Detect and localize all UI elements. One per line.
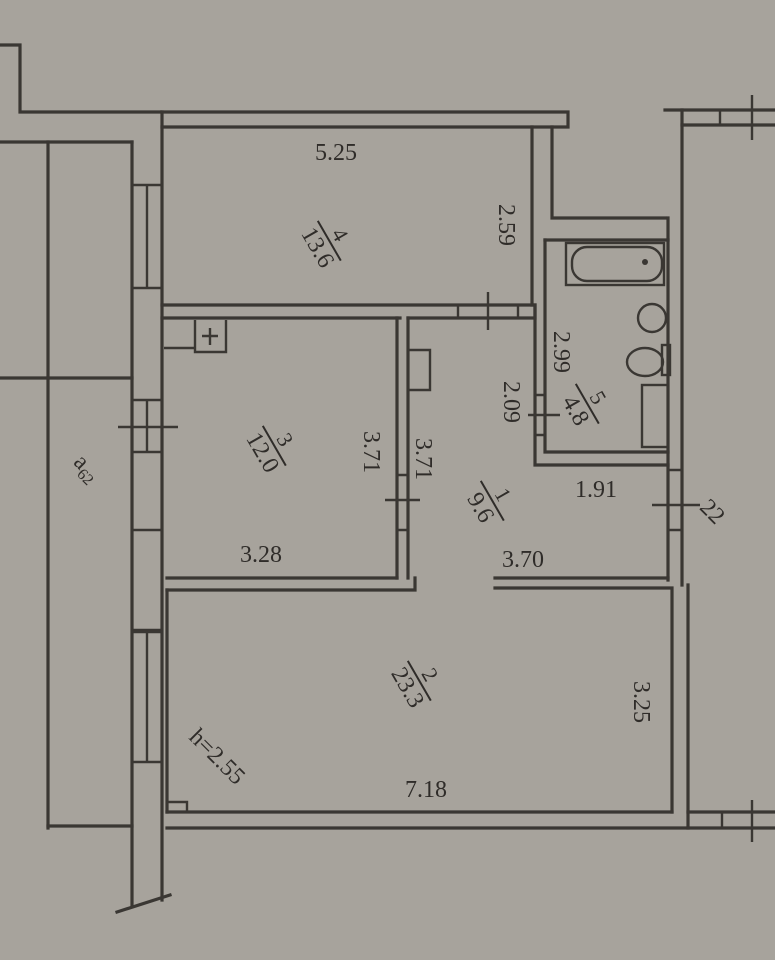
dim-living-depth: 3.25 <box>628 681 654 723</box>
dim-living-width: 7.18 <box>405 777 447 803</box>
dim-room4-width: 5.25 <box>315 140 357 166</box>
dim-hall-width: 3.70 <box>502 547 544 573</box>
dim-hall-depth: 3.71 <box>410 438 436 480</box>
dim-bath-depth: 2.99 <box>548 331 574 373</box>
dim-room4-depth: 2.59 <box>493 204 519 246</box>
dim-hall-width-small: 1.91 <box>575 477 617 503</box>
dim-room3-depth: 3.71 <box>358 431 384 473</box>
dim-room3-width: 3.28 <box>240 542 282 568</box>
dim-hall-short: 2.09 <box>498 381 524 423</box>
